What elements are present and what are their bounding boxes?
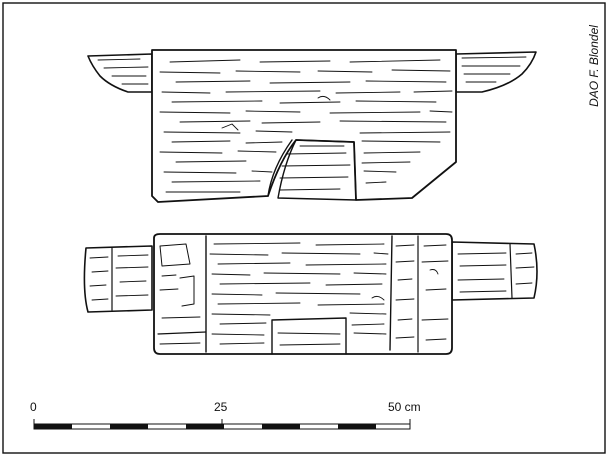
scale-segment-5 xyxy=(338,424,376,429)
scale-segment-1 xyxy=(34,424,72,429)
scale-segment-3 xyxy=(186,424,224,429)
lower-wooden-plank xyxy=(83,233,538,355)
author-credit: DAO F. Blondel xyxy=(584,6,604,126)
author-credit-text: DAO F. Blondel xyxy=(587,25,602,107)
scale-segment-4 xyxy=(262,424,300,429)
scale-segment-2 xyxy=(110,424,148,429)
scale-label-0: 0 xyxy=(30,400,37,414)
scale-bar xyxy=(33,419,411,430)
scale-label-25: 25 xyxy=(214,400,228,414)
upper-wooden-plank xyxy=(87,49,537,203)
scale-label-50: 50 cm xyxy=(388,400,421,414)
